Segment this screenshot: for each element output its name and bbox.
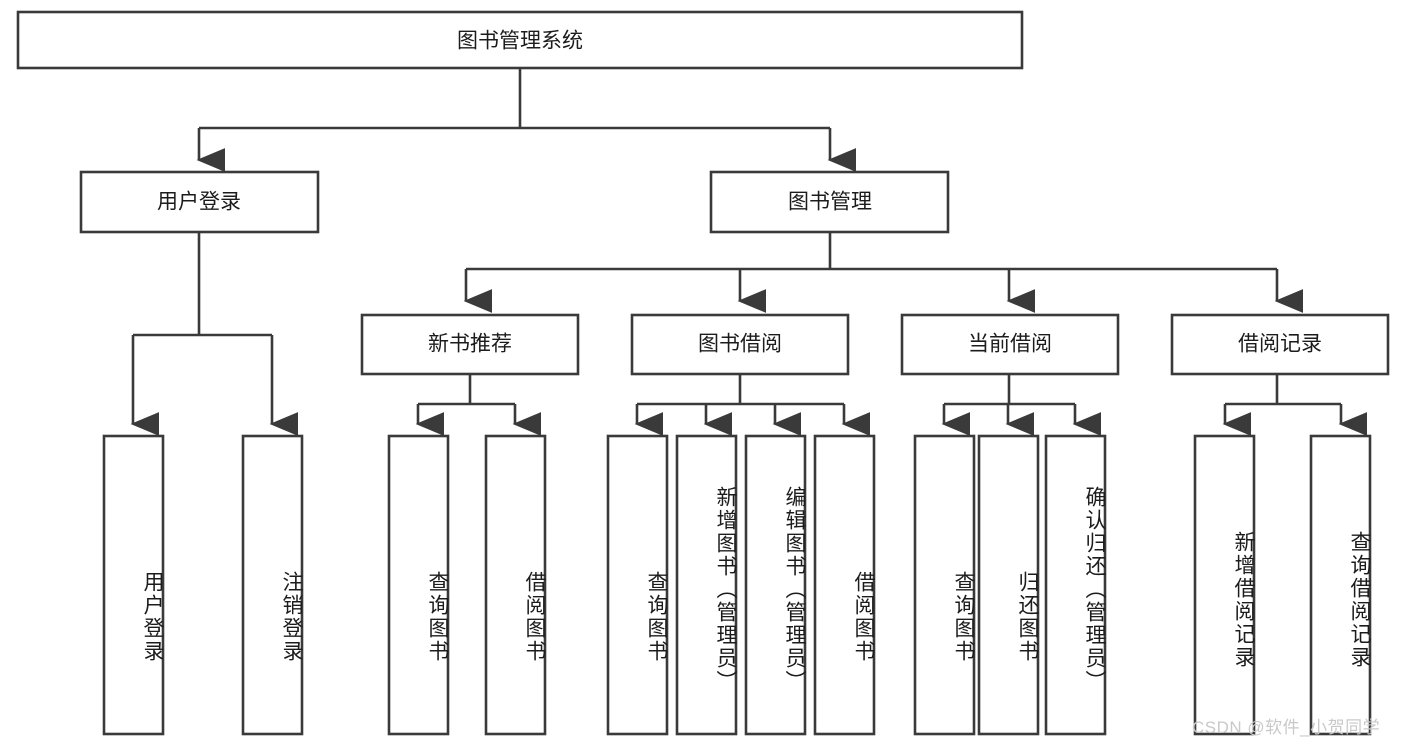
leaf-return-book-box[interactable] [977, 434, 1040, 736]
node-current-borrow[interactable]: 当前借阅 [900, 313, 1120, 376]
node-book-borrow-label: 图书借阅 [698, 333, 782, 356]
connector-group-book-management [463, 232, 1304, 313]
connector-group-borrow-record [1222, 374, 1368, 436]
connector-group-root [196, 68, 857, 172]
node-current-borrow-box[interactable] [900, 313, 1120, 376]
node-book-borrow-box[interactable] [630, 313, 850, 376]
node-new-book-recommend-label: 新书推荐 [428, 333, 512, 356]
node-book-management-box[interactable] [709, 170, 950, 234]
connector-group-new-book-recommend [415, 374, 542, 436]
watermark-text: CSDN @软件_小贺同学 [1192, 718, 1381, 737]
connector-group-book-borrow [634, 374, 871, 436]
leaf-add-book-box[interactable] [675, 434, 738, 736]
leaf-query-book-3-box[interactable] [913, 434, 976, 736]
leaf-confirm-return-box[interactable] [1044, 434, 1107, 736]
leaf-edit-book-box[interactable] [744, 434, 807, 736]
node-user-login-label: 用户登录 [157, 191, 241, 214]
leaf-logout-login-box[interactable] [241, 434, 304, 736]
connector-group-user-login [130, 232, 299, 436]
leaf-add-record-box[interactable] [1193, 434, 1256, 736]
leaf-borrow-book-2-box[interactable] [813, 434, 876, 736]
node-book-management[interactable]: 图书管理 [709, 170, 950, 234]
node-borrow-record[interactable]: 借阅记录 [1170, 313, 1390, 376]
node-book-borrow[interactable]: 图书借阅 [630, 313, 850, 376]
node-root-box[interactable] [16, 10, 1024, 70]
node-user-login[interactable]: 用户登录 [79, 170, 320, 234]
node-user-login-box[interactable] [79, 170, 320, 234]
leaf-user-login-box[interactable] [102, 434, 165, 736]
leaf-query-record-box[interactable] [1309, 434, 1372, 736]
leaf-borrow-book-1-box[interactable] [484, 434, 547, 736]
node-borrow-record-box[interactable] [1170, 313, 1390, 376]
node-borrow-record-label: 借阅记录 [1238, 333, 1322, 356]
node-book-management-label: 图书管理 [788, 191, 872, 214]
leaf-query-book-2-box[interactable] [606, 434, 669, 736]
leaf-query-book-1-box[interactable] [387, 434, 450, 736]
node-current-borrow-label: 当前借阅 [968, 333, 1052, 356]
connector-group-current-borrow [941, 374, 1102, 436]
node-new-book-recommend[interactable]: 新书推荐 [360, 313, 580, 376]
node-root-label: 图书管理系统 [457, 30, 583, 53]
leaf-boxes [102, 434, 1372, 736]
node-root[interactable]: 图书管理系统 [16, 10, 1024, 70]
node-new-book-recommend-box[interactable] [360, 313, 580, 376]
